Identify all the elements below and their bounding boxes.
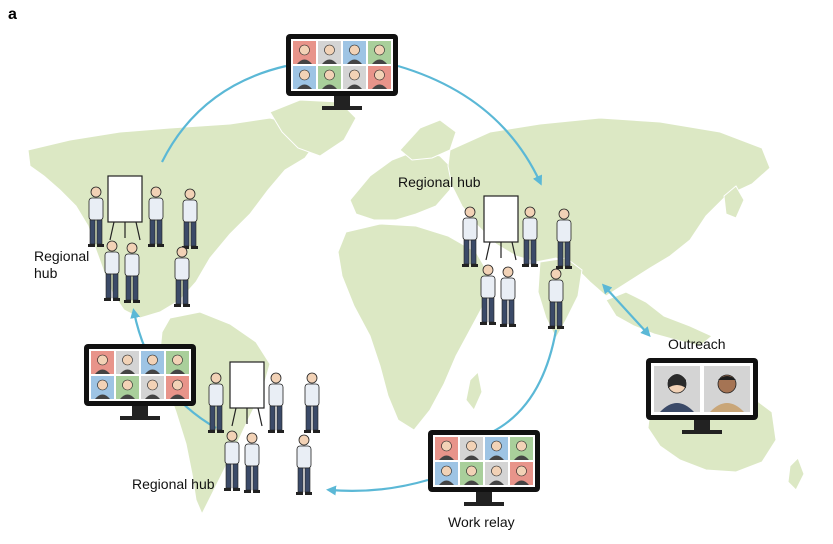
outreach-monitor-icon [646, 358, 758, 434]
arrow-east-outreach [601, 283, 651, 337]
arrow-relay-to-south [326, 478, 429, 496]
relay-arrows [130, 64, 651, 496]
north-america [27, 117, 319, 319]
new-zealand [787, 457, 805, 491]
person-icon [499, 266, 517, 328]
person-icon [267, 372, 285, 434]
japan [723, 185, 745, 219]
video-call-monitor-icon [285, 33, 399, 111]
person-icon [243, 432, 261, 494]
person-icon [303, 372, 321, 434]
relay-label: Work relay [448, 514, 515, 530]
panel-label: a [8, 6, 17, 23]
hub-west-label-line2: hub [34, 265, 58, 281]
madagascar [465, 370, 483, 411]
outreach-label: Outreach [668, 336, 726, 352]
arrow-east-to-relay [471, 329, 558, 442]
greenland [269, 99, 357, 157]
arrow-west-to-top [161, 64, 287, 163]
world-map [27, 99, 805, 516]
hub-west-label-line1: Regional [34, 248, 90, 264]
video-call-monitor-icon [427, 429, 541, 507]
person-icon [295, 434, 313, 496]
arrow-top-to-east [397, 64, 543, 186]
hub-east-label: Regional hub [398, 174, 481, 190]
africa [337, 223, 491, 431]
hub-south-label: Regional hub [132, 476, 215, 492]
scandinavia [399, 119, 457, 161]
hub-west-label: Regional hub [34, 248, 89, 282]
europe [349, 149, 455, 221]
